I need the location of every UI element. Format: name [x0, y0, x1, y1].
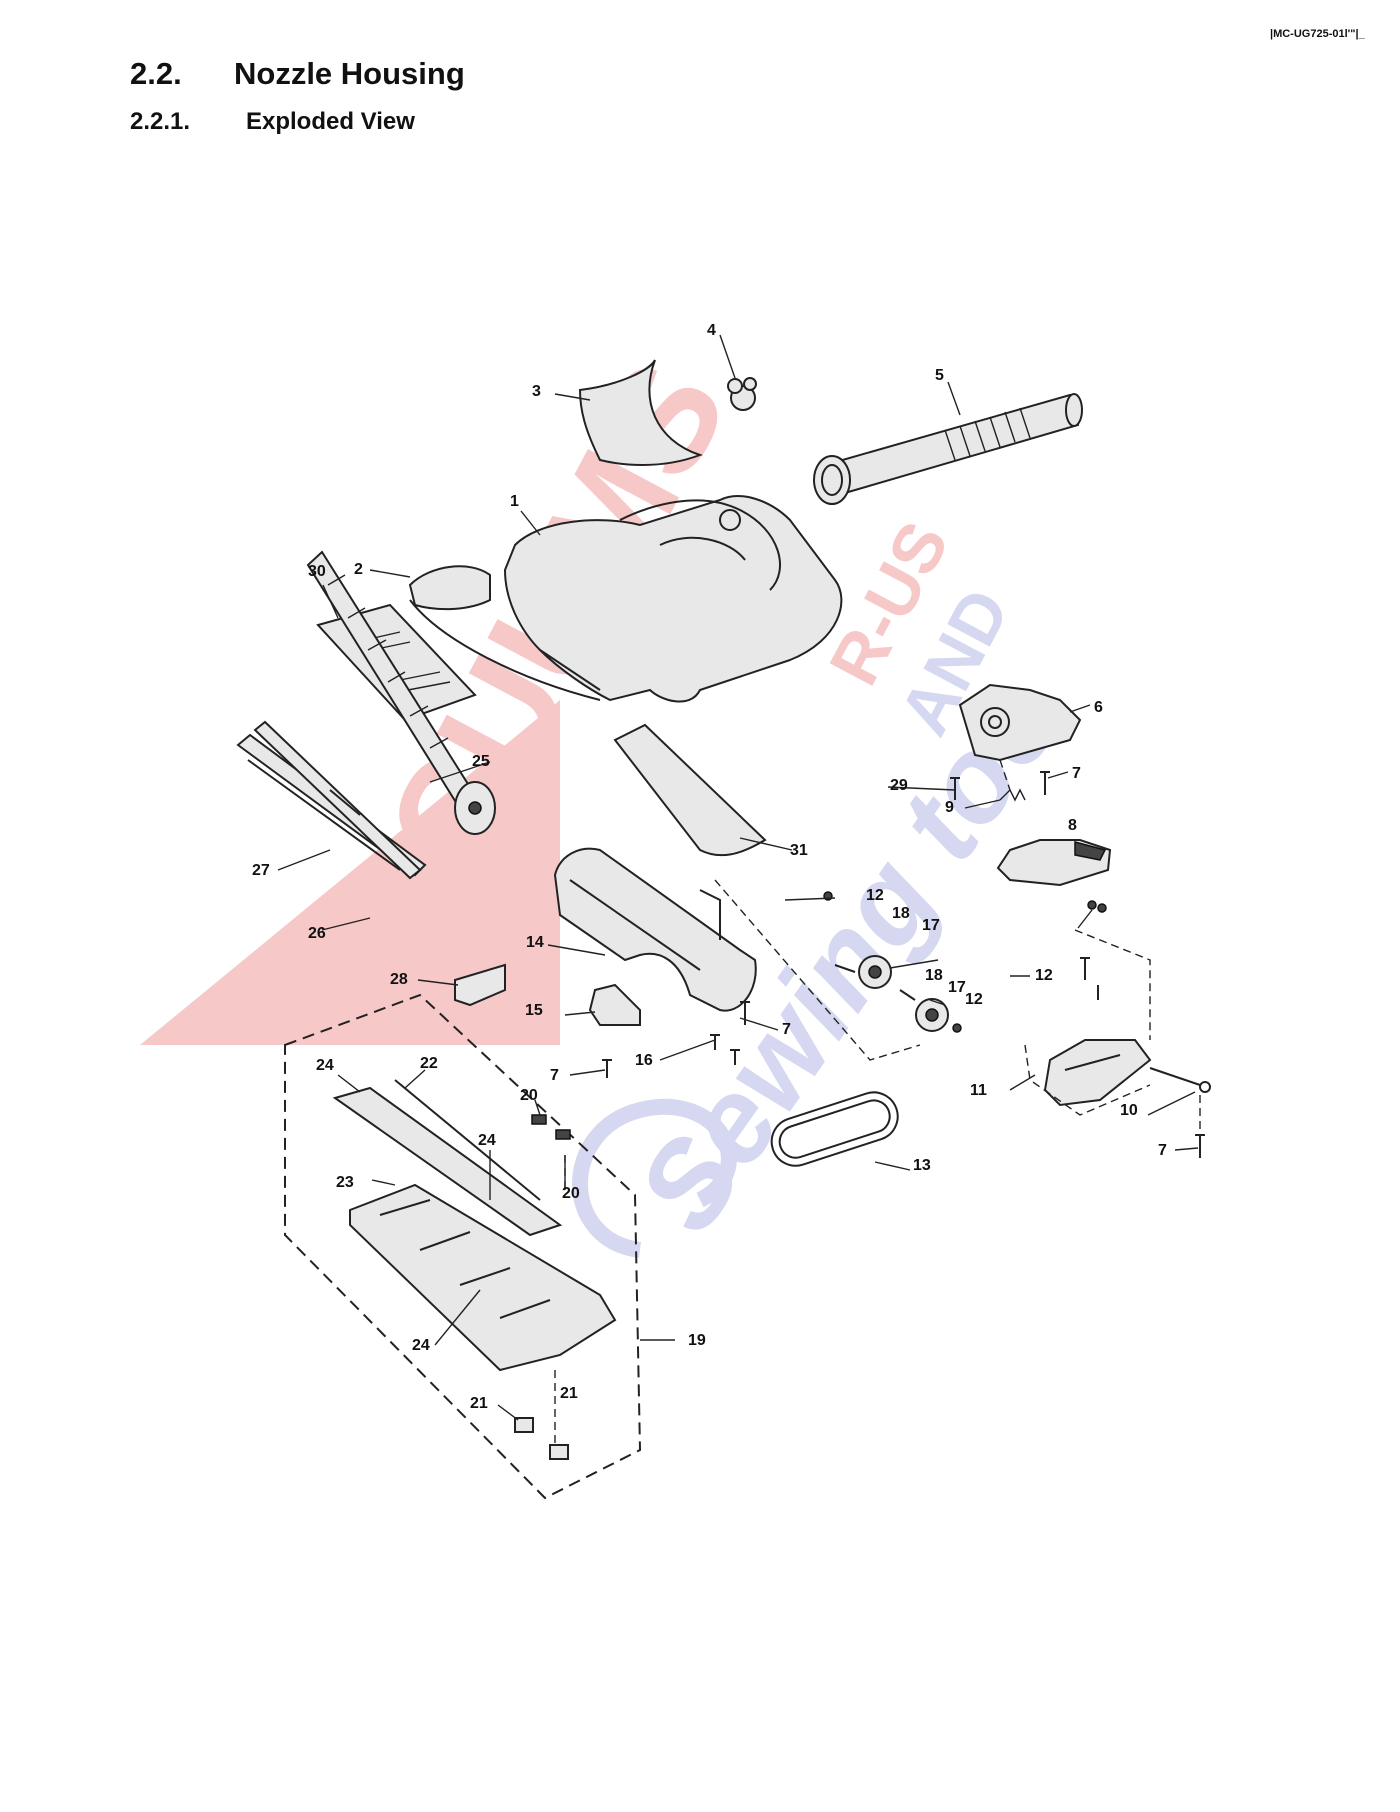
callout-24-b: 24 [478, 1132, 496, 1149]
callout-7: 7 [1072, 765, 1081, 782]
part-15-clip [588, 983, 641, 1026]
callout-6: 6 [1094, 699, 1103, 716]
callout-7-c: 7 [550, 1067, 559, 1084]
part-14-lower-housing [553, 847, 757, 1012]
callout-24: 24 [316, 1057, 334, 1074]
callout-5: 5 [935, 367, 944, 384]
callout-20-b: 20 [562, 1185, 580, 1202]
hose-ribs [944, 407, 1031, 461]
part-26-27-brush-strips [236, 720, 427, 880]
part-4-connector [727, 377, 757, 411]
watermark-swirl [572, 1098, 737, 1258]
callout-19: 19 [688, 1332, 706, 1349]
callout-15: 15 [525, 1002, 543, 1019]
watermark: VACUUMS R-US AND Sewing too [140, 336, 1088, 1258]
callout-29: 29 [890, 777, 908, 794]
callout-31: 31 [790, 842, 808, 859]
part-9-spring [999, 788, 1026, 802]
callout-11: 11 [970, 1082, 987, 1099]
callout-18: 18 [892, 905, 910, 922]
callout-labels: 1 2 3 4 5 6 7 8 9 10 11 12 13 14 15 16 1… [252, 322, 1167, 1412]
model-code: |MC-UG725-01l'"|_ [1270, 28, 1365, 40]
callout-25: 25 [472, 753, 490, 770]
part-17-wheel-upper [858, 955, 892, 989]
brush-bristles [327, 574, 449, 749]
callout-9: 9 [945, 799, 954, 816]
part-17-wheel-lower [915, 998, 949, 1032]
part-2-end-cover [408, 565, 601, 701]
callout-13: 13 [913, 1157, 931, 1174]
callout-4: 4 [707, 322, 716, 339]
callout-16: 16 [635, 1052, 653, 1069]
callout-24-c: 24 [412, 1337, 430, 1354]
part-1-main-housing [503, 495, 843, 703]
callout-14: 14 [526, 934, 544, 951]
callout-27: 27 [252, 862, 270, 879]
callout-18-b: 18 [925, 967, 943, 984]
callout-3: 3 [532, 383, 541, 400]
callout-28: 28 [390, 971, 408, 988]
callout-21: 21 [470, 1395, 488, 1412]
subsection-title: Exploded View [246, 108, 415, 135]
callout-21-b: 21 [560, 1385, 578, 1402]
callout-20: 20 [520, 1087, 538, 1104]
callout-30: 30 [308, 563, 326, 580]
part-8-pedal [996, 839, 1112, 887]
assembly-lines [714, 759, 1201, 1130]
section-number: 2.2. [130, 56, 182, 91]
part-3-cover [578, 359, 703, 466]
callout-12-b: 12 [1035, 967, 1053, 984]
part-10-rod [1149, 1067, 1211, 1093]
callout-8: 8 [1068, 817, 1077, 834]
part-19-bottom-plate-assembly [284, 993, 642, 1500]
screws [602, 771, 1205, 1158]
part-6-side-bracket [958, 683, 1082, 762]
part-18-pins [834, 964, 916, 1001]
callout-2: 2 [354, 561, 363, 578]
part-31-cover-strip [613, 723, 767, 857]
callout-22: 22 [420, 1055, 438, 1072]
callout-12: 12 [866, 887, 884, 904]
callout-1: 1 [510, 493, 519, 510]
subsection-number: 2.2.1. [130, 108, 191, 135]
callout-23: 23 [336, 1174, 354, 1191]
part-28-bracket [454, 963, 506, 1007]
callout-17: 17 [922, 917, 940, 934]
callout-26: 26 [308, 925, 326, 942]
part-11-base-plate [1043, 1039, 1152, 1107]
callout-12-c: 12 [965, 991, 983, 1008]
callout-7-d: 7 [1158, 1142, 1167, 1159]
callout-7-b: 7 [782, 1021, 791, 1038]
callout-10: 10 [1120, 1102, 1138, 1119]
callout-17-b: 17 [948, 979, 966, 996]
section-title: Nozzle Housing [234, 56, 465, 91]
part-13-belt [770, 1091, 899, 1167]
part-5-hose [813, 393, 1083, 505]
part-25-brush-roll [306, 550, 496, 835]
leader-lines [277, 334, 1199, 1421]
